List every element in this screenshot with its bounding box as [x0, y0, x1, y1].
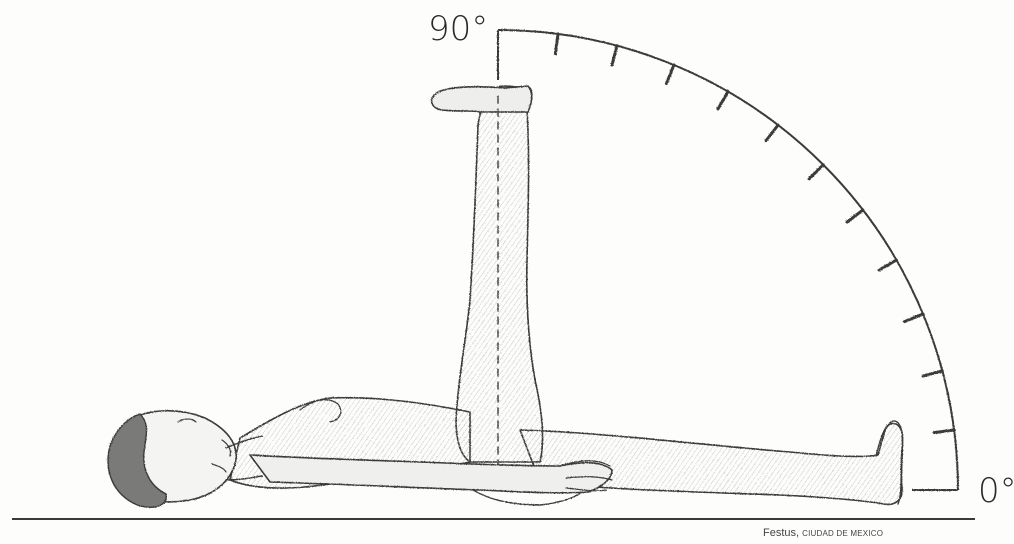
protractor-arc	[498, 30, 958, 490]
protractor-tick	[905, 314, 924, 322]
protractor-tick	[718, 92, 728, 109]
protractor-ticks	[555, 34, 954, 433]
protractor-tick	[555, 34, 558, 54]
protractor-tick	[612, 46, 617, 65]
artist-credit: Festus, CIUDAD DE MEXICO	[763, 528, 883, 539]
protractor-tick	[879, 260, 896, 270]
angle-label-0: 0°	[978, 474, 1014, 508]
protractor-tick	[809, 165, 823, 179]
protractor-tick	[766, 125, 778, 141]
protractor-tick	[934, 430, 954, 433]
credit-author: Festus,	[763, 527, 799, 539]
protractor-scale	[498, 30, 958, 490]
figure-lying-supine	[108, 86, 903, 507]
protractor-tick	[923, 371, 942, 376]
raised-foot	[432, 86, 532, 112]
angle-label-90: 90°	[428, 12, 488, 46]
raised-leg	[456, 86, 542, 462]
credit-place: CIUDAD DE MEXICO	[802, 529, 883, 538]
protractor-tick	[666, 65, 674, 84]
protractor-tick	[847, 210, 863, 222]
